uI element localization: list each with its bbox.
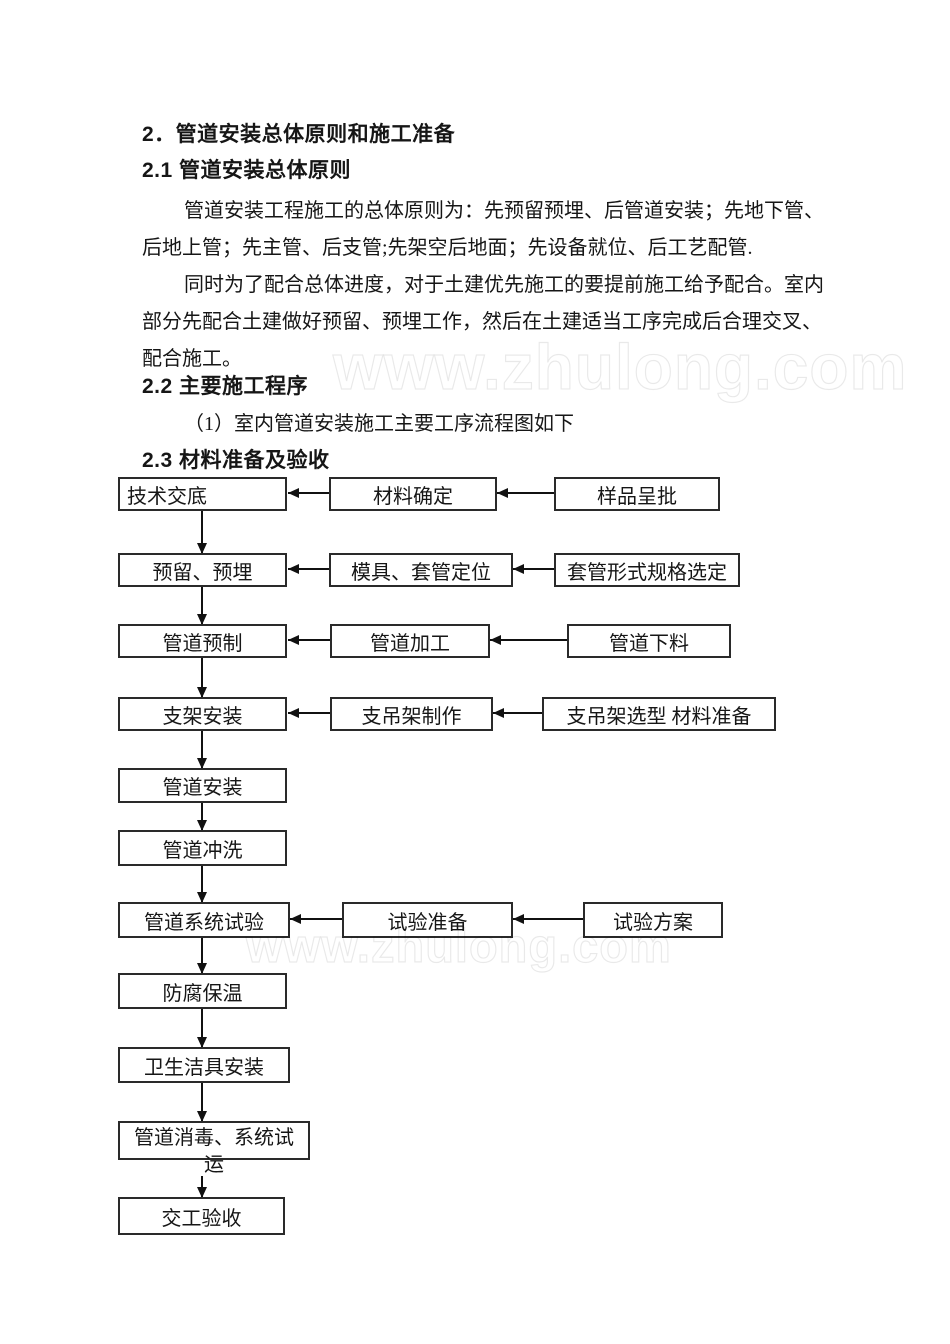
flow-arrow-left: [493, 708, 542, 718]
flow-arrow-left: [288, 488, 329, 498]
node-label: 管道加工: [370, 632, 450, 655]
flow-arrow-left: [288, 708, 330, 718]
node-technical-disclosure: 技术交底: [118, 477, 287, 511]
node-test-preparation: 试验准备: [342, 902, 513, 938]
node-handover-acceptance: 交工验收: [118, 1197, 285, 1235]
node-label: 样品呈批: [597, 485, 677, 508]
flow-arrow-left: [497, 488, 554, 498]
paragraph-1-line-2: 后地上管；先主管、后支管;先架空后地面；先设备就位、后工艺配管.: [142, 237, 753, 259]
node-label: 防腐保温: [162, 982, 243, 1005]
flow-arrow-left: [490, 635, 567, 645]
heading-section-2-3: 2.3 材料准备及验收: [142, 449, 330, 472]
paragraph-2-line-3: 配合施工。: [142, 348, 242, 370]
node-label: 管道预制: [162, 632, 243, 655]
node-label: 套管形式规格选定: [567, 561, 727, 584]
node-pipe-prefabrication: 管道预制: [118, 624, 287, 658]
node-label: 预留、预埋: [152, 561, 253, 584]
node-pipe-flushing: 管道冲洗: [118, 830, 287, 866]
node-hanger-fabrication: 支吊架制作: [330, 697, 493, 731]
node-hanger-selection-material-prep: 支吊架选型 材料准备: [542, 697, 776, 731]
node-label: 模具、套管定位: [351, 561, 491, 584]
flow-arrow-left: [290, 914, 342, 924]
node-mold-sleeve-positioning: 模具、套管定位: [329, 553, 513, 587]
node-label: 试验方案: [613, 911, 693, 934]
flow-arrow-left: [288, 564, 329, 574]
node-label: 支吊架选型 材料准备: [566, 705, 752, 728]
node-label: 试验准备: [387, 911, 468, 934]
paragraph-2-line-2: 部分先配合土建做好预留、预埋工作，然后在土建适当工序完成后合理交叉、: [142, 311, 822, 333]
heading-chapter-2: 2．管道安装总体原则和施工准备: [142, 123, 456, 146]
flow-arrow-down: [197, 938, 207, 974]
node-reservation-embedding: 预留、预埋: [118, 553, 287, 587]
node-test-plan: 试验方案: [583, 902, 723, 938]
flow-arrow-down: [197, 511, 207, 554]
paragraph-2-line-1: 同时为了配合总体进度，对于土建优先施工的要提前施工给予配合。室内: [184, 274, 824, 296]
node-material-confirmation: 材料确定: [329, 477, 497, 511]
node-label: 交工验收: [161, 1207, 242, 1230]
node-label: 技术交底: [127, 485, 207, 508]
node-sleeve-spec-selection: 套管形式规格选定: [554, 553, 740, 587]
flow-arrow-left: [513, 564, 554, 574]
node-label: 管道系统试验: [144, 911, 264, 934]
flow-arrow-left: [513, 914, 583, 924]
node-label: 管道下料: [609, 632, 689, 655]
flow-arrow-down: [197, 731, 207, 769]
heading-section-2-2: 2.2 主要施工程序: [142, 375, 309, 398]
node-label: 卫生洁具安装: [144, 1056, 264, 1079]
paragraph-1-line-1: 管道安装工程施工的总体原则为：先预留预埋、后管道安装；先地下管、: [184, 200, 824, 222]
flow-arrow-down: [197, 658, 207, 698]
node-pipe-system-test: 管道系统试验: [118, 902, 290, 938]
flow-arrow-down: [197, 1083, 207, 1122]
node-label: 管道冲洗: [162, 839, 243, 862]
flow-arrow-down: [197, 1009, 207, 1048]
node-label: 支架安装: [162, 705, 243, 728]
node-anticorrosion-insulation: 防腐保温: [118, 973, 287, 1009]
heading-section-2-1: 2.1 管道安装总体原则: [142, 159, 352, 182]
node-pipe-cutting: 管道下料: [567, 624, 731, 658]
node-sample-approval: 样品呈批: [554, 477, 720, 511]
node-label: 支吊架制作: [361, 705, 462, 728]
watermark-zhulong-upper: www.zhulong.com: [332, 330, 908, 403]
flow-arrow-left: [288, 635, 330, 645]
flow-arrow-down: [197, 1176, 207, 1198]
node-label: 管道安装: [162, 777, 243, 799]
node-pipe-processing: 管道加工: [330, 624, 490, 658]
flow-arrow-down: [197, 803, 207, 831]
node-label: 管道消毒、系统试运: [134, 1127, 294, 1176]
flow-arrow-down: [197, 587, 207, 625]
list-item-1: （1）室内管道安装施工主要工序流程图如下: [184, 413, 574, 435]
node-pipe-disinfection-trial-run: 管道消毒、系统试运: [118, 1121, 310, 1176]
flow-arrow-down: [197, 866, 207, 903]
node-label: 材料确定: [373, 485, 453, 508]
node-pipe-installation: 管道安装: [118, 768, 287, 803]
node-support-installation: 支架安装: [118, 697, 287, 731]
node-sanitary-ware-installation: 卫生洁具安装: [118, 1047, 290, 1083]
